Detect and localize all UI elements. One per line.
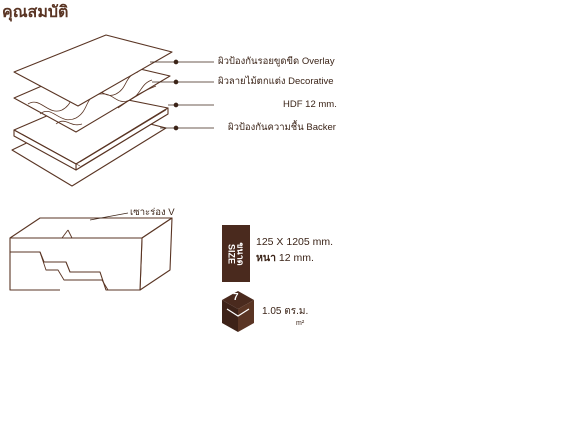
thickness-row: หนา 12 mm. (256, 252, 314, 265)
size-dimensions: 125 X 1205 mm. (256, 236, 334, 248)
decorative-label: ผิวลายไม้ตกแต่ง Decorative (218, 76, 334, 87)
hdf-label: HDF 12 mm. (283, 99, 337, 110)
size-badge: ขนาด SIZE (222, 225, 250, 282)
thickness-label: หนา (256, 252, 276, 264)
backer-label: ผิวป้องกันความชื้น Backer (228, 122, 336, 133)
pack-area: 1.05 ตร.ม. (262, 306, 309, 317)
profile-block (9, 217, 173, 291)
pack-icon (222, 291, 254, 332)
thickness-value: 12 mm. (278, 252, 314, 264)
pack-count: 7 (233, 292, 239, 303)
groove-leader (89, 212, 129, 221)
groove-label: เซาะร่อง V (130, 207, 175, 218)
overlay-layer (13, 34, 173, 107)
page-title: คุณสมบัติ (2, 2, 69, 21)
overlay-label: ผิวป้องกันรอยขูดขีด Overlay (218, 56, 335, 67)
pack-area-unit: m² (296, 320, 305, 327)
size-badge-th: ขนาด (235, 241, 246, 266)
size-badge-en: SIZE (226, 243, 237, 264)
